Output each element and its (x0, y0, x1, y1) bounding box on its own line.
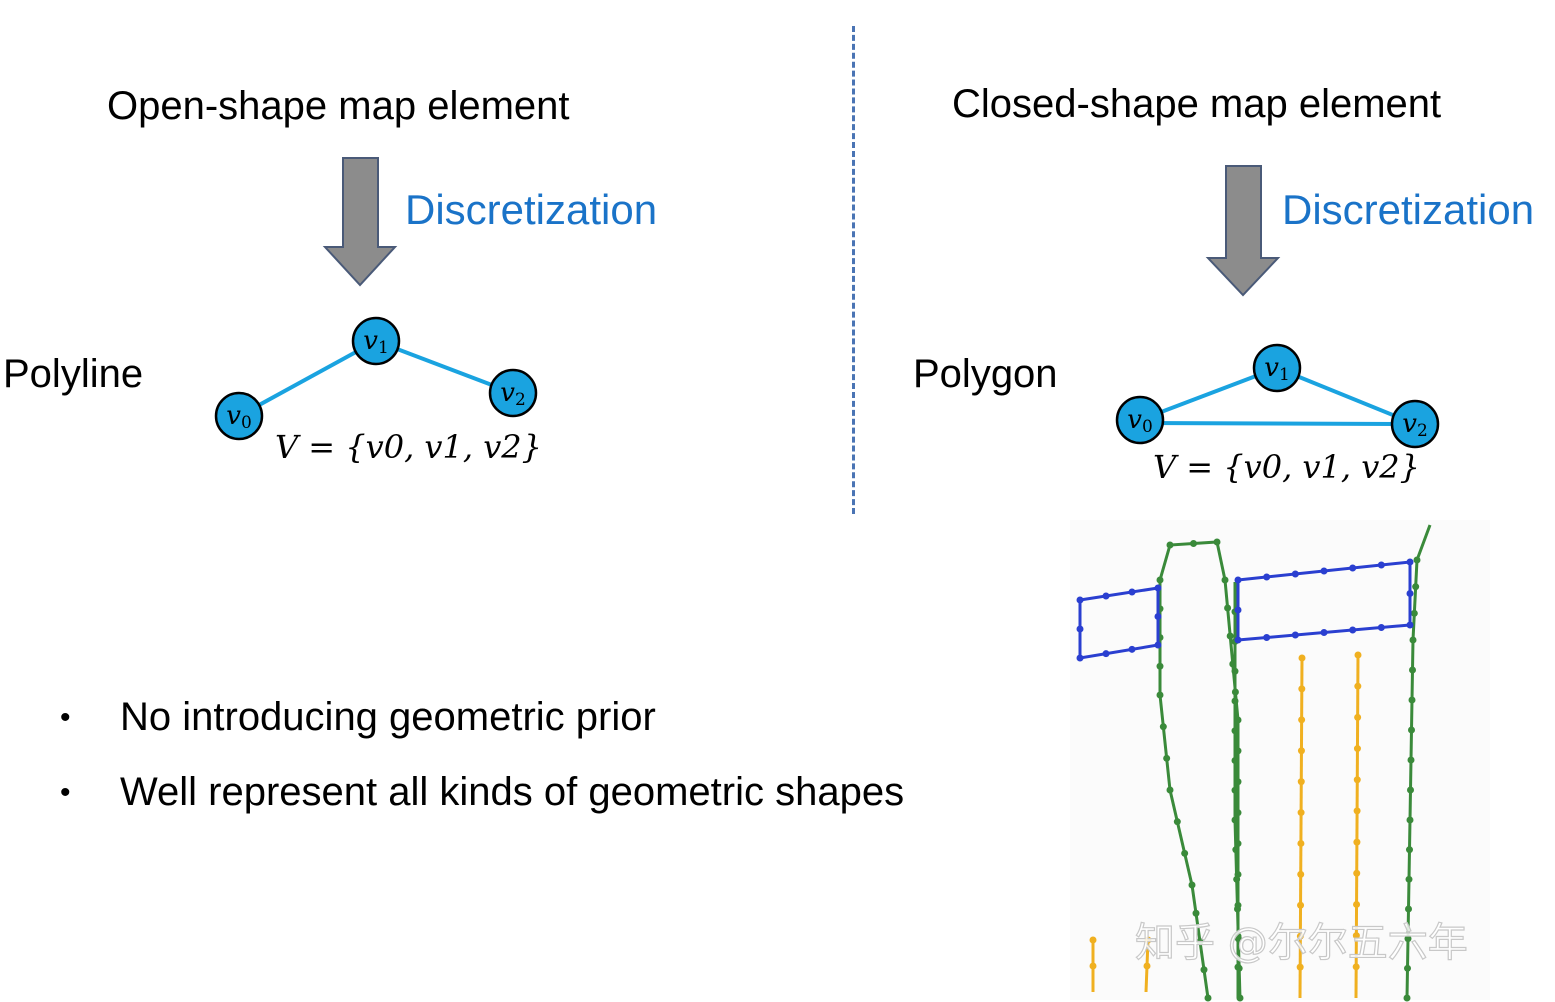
polygon-diagram: v0 v1 v2 (1115, 343, 1440, 449)
vertex-v2: v2 (1390, 399, 1440, 449)
bullet-dot-icon: • (60, 775, 71, 809)
discretization-arrow-left (322, 157, 398, 287)
vertex-v0: v0 (1115, 395, 1165, 445)
polygon-label: Polygon (913, 352, 1058, 396)
vertex-v2: v2 (488, 368, 538, 418)
bullet-item: • Well represent all kinds of geometric … (60, 770, 905, 814)
bullet-dot-icon: • (60, 700, 71, 734)
polyline-label: Polyline (3, 352, 144, 396)
discretization-arrow-right (1205, 165, 1281, 297)
crossing-polygon (1076, 584, 1162, 662)
divider-line (1296, 654, 1306, 999)
vertex-set-right: V = {v0, v1, v2} (1153, 448, 1420, 486)
vertex-v1: v1 (1252, 343, 1302, 393)
boundary-line (1403, 524, 1432, 1002)
open-shape-heading: Open-shape map element (107, 84, 570, 128)
polyline-diagram: v0 v1 v2 (214, 316, 538, 441)
vertex-set-left: V = {v0, v1, v2} (275, 428, 542, 466)
bullet-item: • No introducing geometric prior (60, 695, 656, 739)
divider-line (1089, 936, 1097, 992)
vertex-v1: v1 (351, 316, 401, 366)
closed-shape-heading: Closed-shape map element (952, 82, 1442, 126)
bullet-list: • No introducing geometric prior • Well … (60, 680, 904, 830)
crossing-polygon (1234, 558, 1414, 644)
watermark: 知乎 @尔尔五六年 (1134, 919, 1468, 966)
map-elements-illustration (1070, 520, 1490, 1002)
discretization-label-left: Discretization (405, 186, 658, 233)
vertex-v0: v0 (214, 391, 264, 441)
discretization-label-right: Discretization (1282, 186, 1535, 233)
divider-line (1143, 936, 1152, 993)
divider-line (1352, 651, 1362, 999)
panel-divider (852, 26, 855, 514)
